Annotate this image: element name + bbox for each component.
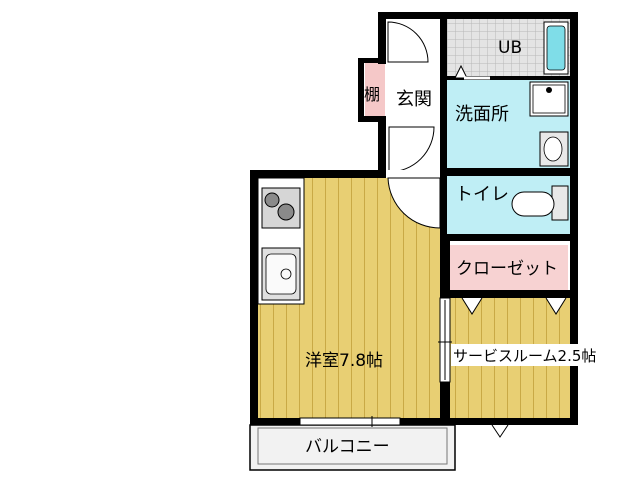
washer-pan xyxy=(529,81,569,117)
shelf-area xyxy=(365,62,385,116)
western-room-label: 洋室7.8帖 xyxy=(305,351,383,371)
toilet-label: トイレ xyxy=(455,184,509,205)
shelf-label: 棚 xyxy=(364,85,380,104)
wash-basin xyxy=(539,131,569,167)
bathtub xyxy=(543,21,569,75)
ub-label: UB xyxy=(498,38,522,58)
balcony xyxy=(249,424,456,471)
service-room-label-bg xyxy=(451,344,621,366)
western-room-door xyxy=(386,170,441,229)
door-arrows xyxy=(454,64,567,438)
walls xyxy=(250,12,578,425)
kitchen-counter xyxy=(257,177,305,305)
balcony-window xyxy=(299,416,401,427)
toilet xyxy=(511,185,569,221)
sliding-door xyxy=(438,297,452,383)
closet-label: クローゼット xyxy=(456,259,558,279)
balcony-label: バルコニー xyxy=(305,437,390,457)
entrance-door xyxy=(386,19,434,67)
service-room-label: サービスルーム2.5帖 xyxy=(453,347,596,365)
entrance-label: 玄関 xyxy=(396,89,432,110)
corridor-door xyxy=(388,126,435,173)
closet-floor xyxy=(450,245,568,290)
washroom-label: 洗面所 xyxy=(455,104,509,125)
